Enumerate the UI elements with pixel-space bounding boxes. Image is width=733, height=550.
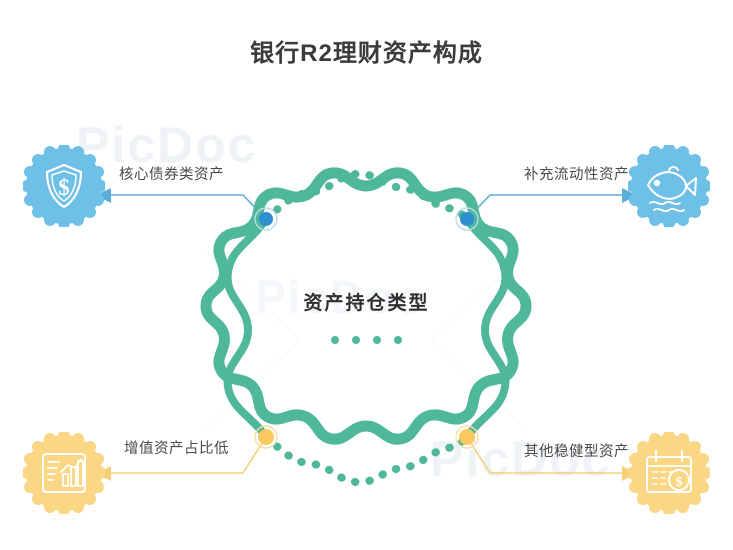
node-label-bottom-right: 其他稳健型资产 xyxy=(524,444,629,460)
badge-bottom-right[interactable]: $ xyxy=(628,432,710,514)
center-dot xyxy=(394,336,402,344)
center-title: 资产持仓类型 xyxy=(303,293,430,314)
page-title: 银行R2理财资产构成 xyxy=(250,40,483,67)
tendrils-solid xyxy=(223,215,510,441)
connector-top-right xyxy=(466,188,637,220)
center-dot xyxy=(352,336,360,344)
connector-top-left xyxy=(96,188,267,220)
badge-bottom-left[interactable] xyxy=(23,432,105,514)
center-dot xyxy=(331,336,339,344)
fish-icon xyxy=(647,166,697,213)
node-label-bottom-left: 增值资产占比低 xyxy=(124,441,229,457)
calendar-coin-icon: $ xyxy=(646,449,692,493)
center-dots xyxy=(0,336,733,344)
svg-text:$: $ xyxy=(58,175,70,200)
node-label-top-left: 核心债券类资产 xyxy=(119,167,224,183)
node-label-top-right: 补充流动性资产 xyxy=(524,167,629,183)
shield-dollar-icon: $ xyxy=(45,163,83,209)
scalloped-badge-background xyxy=(628,432,710,514)
node-marker-bottom-right[interactable] xyxy=(455,425,479,449)
badge-top-left[interactable]: $ xyxy=(23,145,105,227)
badge-top-right[interactable] xyxy=(628,145,710,227)
report-chart-icon xyxy=(42,453,86,493)
scalloped-badge-background xyxy=(628,145,710,227)
node-marker-top-left[interactable] xyxy=(254,207,278,231)
scalloped-badge-background xyxy=(23,432,105,514)
tendrils-dotted xyxy=(262,169,471,487)
svg-text:$: $ xyxy=(676,475,683,490)
node-marker-bottom-left[interactable] xyxy=(254,425,278,449)
node-marker-top-right[interactable] xyxy=(455,207,479,231)
scalloped-badge-background xyxy=(23,145,105,227)
center-dot xyxy=(373,336,381,344)
